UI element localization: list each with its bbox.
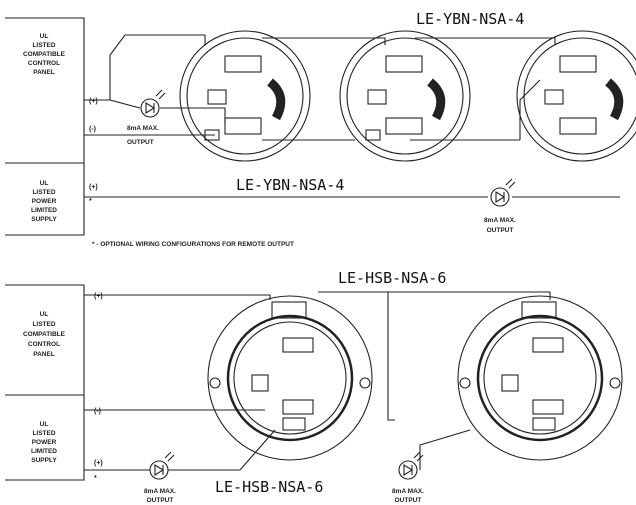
ps-line-3: POWER [32, 198, 57, 205]
bottom-detector-2 [457, 295, 623, 461]
bottom-term-neg-1: (-) [94, 408, 101, 415]
bottom-power-supply-label: UL LISTED POWER LIMITED SUPPLY [31, 421, 57, 464]
cp-line-1: UL [40, 33, 49, 40]
top-wire-negative [84, 79, 541, 141]
bottom-wire-positive [84, 291, 551, 300]
top-detector-2 [339, 30, 471, 162]
top-model-label-middle: LE-YBN-NSA-4 [236, 176, 344, 194]
bottom-term-star: * [94, 475, 97, 482]
cp-line-3: COMPATIBLE [23, 51, 66, 58]
bottom-control-panel-label: UL LISTED COMPATIBLE CONTROL PANEL [23, 311, 66, 358]
cp-line-2: LISTED [32, 42, 55, 49]
bps-line-5: SUPPLY [31, 457, 57, 464]
top-led1-label-1: 8mA MAX. [127, 125, 159, 132]
optional-wiring-note: * - OPTIONAL WIRING CONFIGURATIONS FOR R… [92, 241, 294, 248]
top-model-label-upper: LE-YBN-NSA-4 [416, 10, 524, 28]
ps-line-2: LISTED [32, 189, 55, 196]
cp-line-4: CONTROL [28, 60, 60, 67]
top-remote-led-2 [490, 178, 516, 207]
top-detector-1 [179, 30, 311, 162]
top-led2-label-2: OUTPUT [487, 227, 514, 234]
bottom-remote-led-1 [149, 451, 175, 480]
bottom-control-panel-box [5, 284, 85, 396]
bottom-term-pos-2: (+) [94, 460, 103, 467]
top-power-supply-label: UL LISTED POWER LIMITED SUPPLY [31, 180, 57, 223]
bps-line-2: LISTED [32, 430, 55, 437]
bps-line-3: POWER [32, 439, 57, 446]
ps-line-4: LIMITED [31, 207, 57, 214]
top-term-star: * [89, 198, 92, 205]
bottom-led1-label-2: OUTPUT [147, 497, 174, 504]
bottom-remote-led-2 [398, 451, 424, 480]
top-power-supply-box [5, 162, 85, 236]
bcp-line-2: LISTED [32, 321, 55, 328]
bottom-wire-supply [84, 429, 276, 471]
bcp-line-4: CONTROL [28, 341, 60, 348]
top-term-pos-1: (+) [89, 98, 98, 105]
top-wire-positive [84, 34, 556, 101]
top-remote-led-1 [140, 89, 166, 118]
bcp-line-5: PANEL [33, 351, 55, 358]
bottom-led2-label-1: 8mA MAX. [392, 488, 424, 495]
bottom-model-label-upper: LE-HSB-NSA-6 [338, 269, 446, 287]
top-led1-label-2: OUTPUT [127, 139, 154, 146]
top-control-panel-label: UL LISTED COMPATIBLE CONTROL PANEL [23, 33, 66, 76]
top-term-neg-1: (-) [89, 126, 96, 133]
top-detector-3 [516, 30, 636, 162]
top-led2-label-1: 8mA MAX. [484, 217, 516, 224]
bottom-model-label-lower: LE-HSB-NSA-6 [215, 478, 323, 496]
bcp-line-3: COMPATIBLE [23, 331, 66, 338]
cp-line-5: PANEL [33, 69, 55, 76]
top-term-pos-2: (+) [89, 184, 98, 191]
bottom-detector-1 [207, 295, 373, 461]
bcp-line-1: UL [40, 311, 49, 318]
bottom-term-pos-1: (+) [94, 293, 103, 300]
bps-line-1: UL [40, 421, 49, 428]
ps-line-5: SUPPLY [31, 216, 57, 223]
ps-line-1: UL [40, 180, 49, 187]
bottom-wire-mid [387, 292, 471, 470]
bottom-power-supply-box [5, 394, 85, 481]
bottom-led2-label-2: OUTPUT [395, 497, 422, 504]
bottom-led1-label-1: 8mA MAX. [144, 488, 176, 495]
bps-line-4: LIMITED [31, 448, 57, 455]
